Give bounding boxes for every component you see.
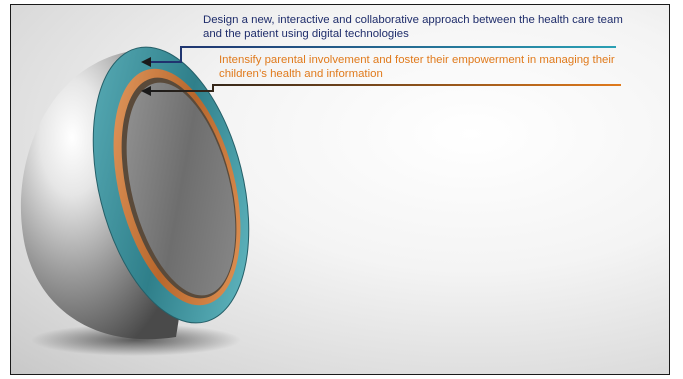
callout-text-1: Design a new, interactive and collaborat… — [203, 14, 623, 40]
sphere-shadow — [31, 324, 241, 356]
arrow-head-1 — [141, 57, 151, 67]
callout-line-2 — [149, 84, 621, 92]
slide: Design a new, interactive and collaborat… — [10, 4, 670, 375]
callout-line-1 — [149, 46, 616, 63]
sphere-diagram — [20, 46, 621, 356]
callout-text-2: Intensify parental involvement and foste… — [219, 54, 615, 80]
center-disc — [126, 82, 236, 296]
arrow-head-2 — [141, 86, 151, 96]
